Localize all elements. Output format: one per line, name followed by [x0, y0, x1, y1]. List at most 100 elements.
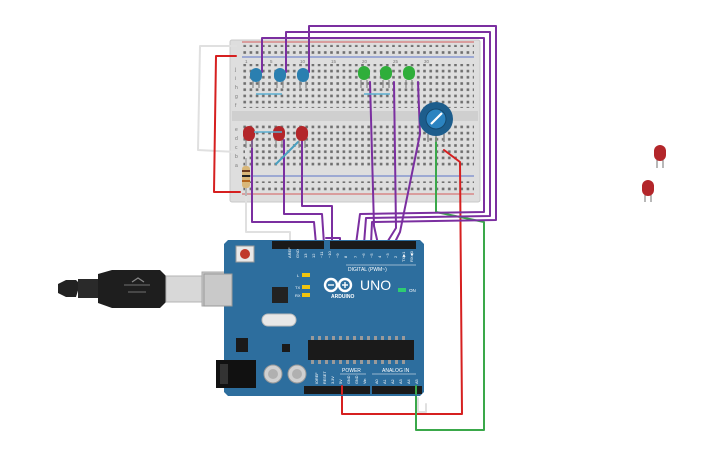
led-green-icon[interactable] — [380, 66, 392, 88]
dc-jack-icon — [216, 360, 256, 388]
led-blue-group[interactable] — [250, 68, 309, 95]
led-blue-icon[interactable] — [250, 68, 262, 88]
digital-header[interactable] — [272, 241, 416, 249]
pin-label-gnd: GND — [295, 249, 300, 258]
led-green-icon[interactable] — [403, 66, 415, 88]
wire-red-left[interactable] — [213, 55, 241, 193]
pin-label-12: 12 — [311, 253, 316, 258]
pin-label-reset: RESET — [323, 371, 327, 384]
pin-label-a2: A2 — [391, 379, 395, 384]
power-header[interactable] — [304, 386, 370, 394]
wire-purple-1[interactable] — [261, 37, 485, 245]
capacitor-icon — [287, 364, 307, 384]
usb-chip — [272, 287, 288, 303]
pin-label-3v3: 3.3V — [331, 376, 335, 384]
on-led-indicator — [398, 288, 406, 292]
pin-label-a3: A3 — [399, 379, 403, 384]
led-red-icon[interactable] — [243, 126, 255, 148]
col-number-30: 30 — [424, 59, 430, 64]
wire-purple-5[interactable] — [283, 139, 325, 245]
row-letter-i: i — [235, 76, 236, 82]
row-letter-g: g — [235, 94, 238, 100]
led-rx-indicator — [302, 293, 310, 297]
pin-label-tx: TX▶1 — [401, 251, 406, 262]
led-red-group[interactable] — [243, 126, 308, 148]
wire-purple-9[interactable] — [393, 81, 421, 245]
row-letter-b: b — [235, 154, 238, 160]
row-letter-d: d — [235, 136, 238, 142]
wire-red-pot[interactable] — [341, 149, 463, 415]
arduino-board[interactable]: AREF GND 13 12 ~11 ~10 ~9 8 7 ~6 ~5 4 ~3… — [203, 240, 424, 396]
bottom-power-rail-1 — [242, 179, 474, 183]
small-chip — [282, 344, 290, 352]
top-power-rail-1 — [242, 43, 474, 47]
microcontroller-chip — [308, 336, 414, 364]
led-blue-icon[interactable] — [274, 68, 286, 88]
led-l-indicator — [302, 273, 310, 277]
pin-label-8: 8 — [343, 255, 348, 258]
led-red-icon[interactable] — [273, 126, 285, 148]
pin-label-11: ~11 — [319, 251, 324, 258]
capacitor-icon — [263, 364, 283, 384]
col-number-1: 1 — [245, 59, 248, 64]
wire-purple-4[interactable] — [251, 139, 317, 245]
row-letter-j: j — [234, 67, 236, 73]
led-tx-indicator — [302, 285, 310, 289]
pin-label-aref: AREF — [287, 247, 292, 258]
pin-label-ioref: IOREF — [315, 372, 319, 384]
col-number-10: 10 — [300, 59, 306, 64]
analog-header[interactable] — [372, 386, 422, 394]
loose-led-red-icon[interactable] — [642, 180, 654, 202]
arduino-model: UNO — [360, 277, 391, 293]
status-leds: L TX RX — [295, 273, 310, 298]
wire-white-left[interactable] — [197, 45, 237, 153]
pin-label-10: ~10 — [327, 250, 332, 258]
bottom-power-rail-2 — [242, 187, 474, 191]
top-power-rail-2 — [242, 51, 474, 55]
pin-label-a0: A0 — [375, 379, 379, 384]
pin-label-5v: 5V — [339, 379, 343, 384]
wire-purple-2[interactable] — [285, 31, 491, 245]
row-letter-a: a — [235, 163, 238, 169]
wire-teal-jumper[interactable] — [275, 141, 299, 165]
pin-label-a4: A4 — [407, 379, 411, 384]
wire-purple-7[interactable] — [369, 81, 379, 245]
pin-label-13: 13 — [303, 253, 308, 258]
on-label: ON — [409, 288, 416, 293]
reset-button[interactable] — [235, 245, 255, 263]
resistor-icon[interactable] — [242, 158, 250, 196]
power-label: POWER — [342, 368, 361, 374]
wire-purple-3[interactable] — [308, 25, 497, 245]
pin-label-7: 7 — [353, 255, 358, 258]
voltage-regulator — [236, 338, 248, 352]
potentiometer-icon[interactable] — [419, 102, 453, 142]
col-number-25: 25 — [393, 59, 399, 64]
wire-white-bottom[interactable] — [417, 397, 427, 413]
pin-label-4: 4 — [377, 255, 382, 258]
led-green-icon[interactable] — [358, 66, 370, 88]
pin-label-6: ~6 — [361, 253, 366, 258]
led-green-group[interactable] — [358, 66, 415, 95]
wire-green-pot[interactable] — [415, 137, 485, 431]
loose-led-red-icon[interactable] — [654, 145, 666, 168]
arduino-logo-icon — [323, 277, 353, 293]
row-letter-h: h — [235, 85, 238, 91]
pin-label-3: ~3 — [385, 253, 390, 258]
center-channel — [232, 111, 478, 121]
crystal — [261, 313, 297, 327]
row-letter-e: e — [235, 127, 238, 133]
pin-label-vin: Vin — [363, 379, 367, 384]
analog-in-label: ANALOG IN — [382, 368, 410, 374]
arduino-brand: ARDUINO — [331, 294, 354, 300]
col-number-20: 20 — [362, 59, 368, 64]
pin-label-a1: A1 — [383, 379, 387, 384]
row-letter-f: f — [235, 103, 237, 109]
pin-label-gnd-2: GND — [355, 375, 359, 384]
led-blue-icon[interactable] — [297, 68, 309, 88]
wire-purple-8[interactable] — [385, 81, 397, 245]
led-red-icon[interactable] — [296, 126, 308, 148]
pin-label-9: ~9 — [335, 253, 340, 258]
col-number-5: 5 — [270, 59, 273, 64]
wire-purple-6[interactable] — [301, 139, 333, 245]
